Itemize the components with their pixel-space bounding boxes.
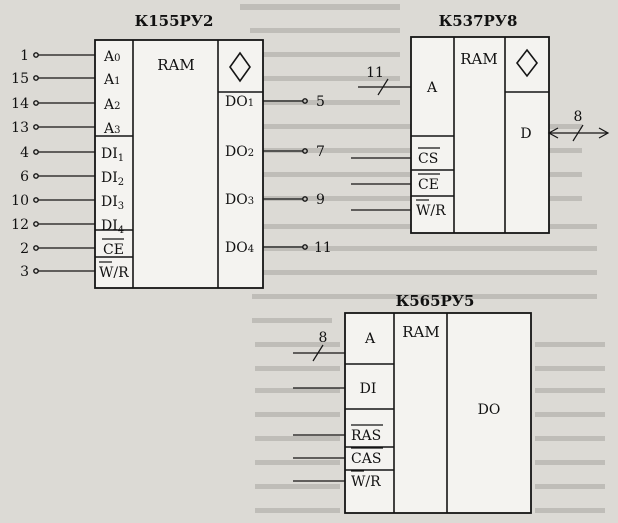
data-label: D (520, 126, 531, 142)
address-label: A (364, 331, 376, 347)
chip1-outputs: DO1 5 DO2 7 DO3 9 DO4 11 (225, 94, 332, 256)
control-label: CS (418, 151, 438, 167)
input-label: A1 (103, 72, 121, 88)
pin-number: 7 (316, 144, 325, 160)
bus-width: 11 (366, 65, 384, 81)
bidirectional-diamond-icon (505, 48, 549, 93)
chip-k537ru8: К537РУ8 RAM 11 A D (351, 12, 610, 234)
pin-number: 6 (20, 169, 29, 185)
input-label: A0 (103, 49, 121, 65)
chip-k565ru5: К565РУ5 RAM 8 A DI DO (293, 292, 532, 514)
chip2-data-bus: D 8 (520, 109, 610, 142)
chip3-title: К565РУ5 (396, 292, 475, 310)
pin-number: 10 (11, 193, 29, 209)
chip1-title: К155РУ2 (135, 12, 214, 30)
pin-number: 5 (316, 94, 325, 110)
control-label: W/R (416, 203, 446, 219)
chip1-inputs: 1 A0 15 A1 14 A2 13 A3 4 (11, 48, 133, 281)
pin-number: 12 (11, 217, 29, 233)
pin-number: 1 (20, 48, 29, 64)
chip3-body (344, 312, 532, 514)
control-label: CAS (351, 451, 381, 467)
control-label: RAS (351, 428, 381, 444)
bus-width: 8 (319, 330, 328, 346)
output-label: DO4 (225, 240, 254, 256)
control-label: W/R (351, 474, 381, 490)
input-label: W/R (99, 265, 129, 281)
bidirectional-diamond-icon (218, 51, 263, 93)
pin-number: 15 (11, 71, 29, 87)
data-out-label: DO (478, 402, 501, 418)
pin-number: 4 (20, 145, 29, 161)
chip2-address-bus: 11 A (358, 65, 438, 96)
chip2-body (410, 36, 550, 234)
input-label: A2 (103, 97, 121, 113)
chip3-data-out: DO (478, 402, 501, 418)
pin-number: 11 (314, 240, 332, 256)
input-label: A3 (103, 121, 121, 137)
chip3-address-bus: 8 A (293, 330, 376, 362)
chip2-ram-label: RAM (460, 50, 498, 68)
pin-number: 13 (11, 120, 29, 136)
pin-number: 14 (11, 96, 29, 112)
input-label: CE (103, 242, 124, 258)
pin-number: 2 (20, 241, 29, 257)
chip2-title: К537РУ8 (439, 12, 518, 30)
chip3-controls: RAS CAS W/R (293, 424, 394, 490)
data-in-label: DI (360, 381, 377, 397)
chip-k155ru2: К155РУ2 RAM 1 A0 (11, 12, 332, 289)
address-label: A (426, 80, 438, 96)
chip1-ram-label: RAM (157, 56, 195, 74)
control-label: CE (418, 177, 439, 193)
output-label: DO2 (225, 144, 254, 160)
chip1-body (94, 39, 264, 289)
chip3-ram-label: RAM (402, 323, 440, 341)
subscript: 0 (114, 53, 120, 64)
pin-number: 3 (20, 264, 29, 280)
chip3-data-in: DI (293, 381, 376, 397)
output-label: DO1 (225, 94, 254, 110)
chip2-controls: CS CE W/R (351, 147, 454, 219)
output-label: DO3 (225, 192, 254, 208)
bus-width: 8 (574, 109, 583, 125)
pin-number: 9 (316, 192, 325, 208)
